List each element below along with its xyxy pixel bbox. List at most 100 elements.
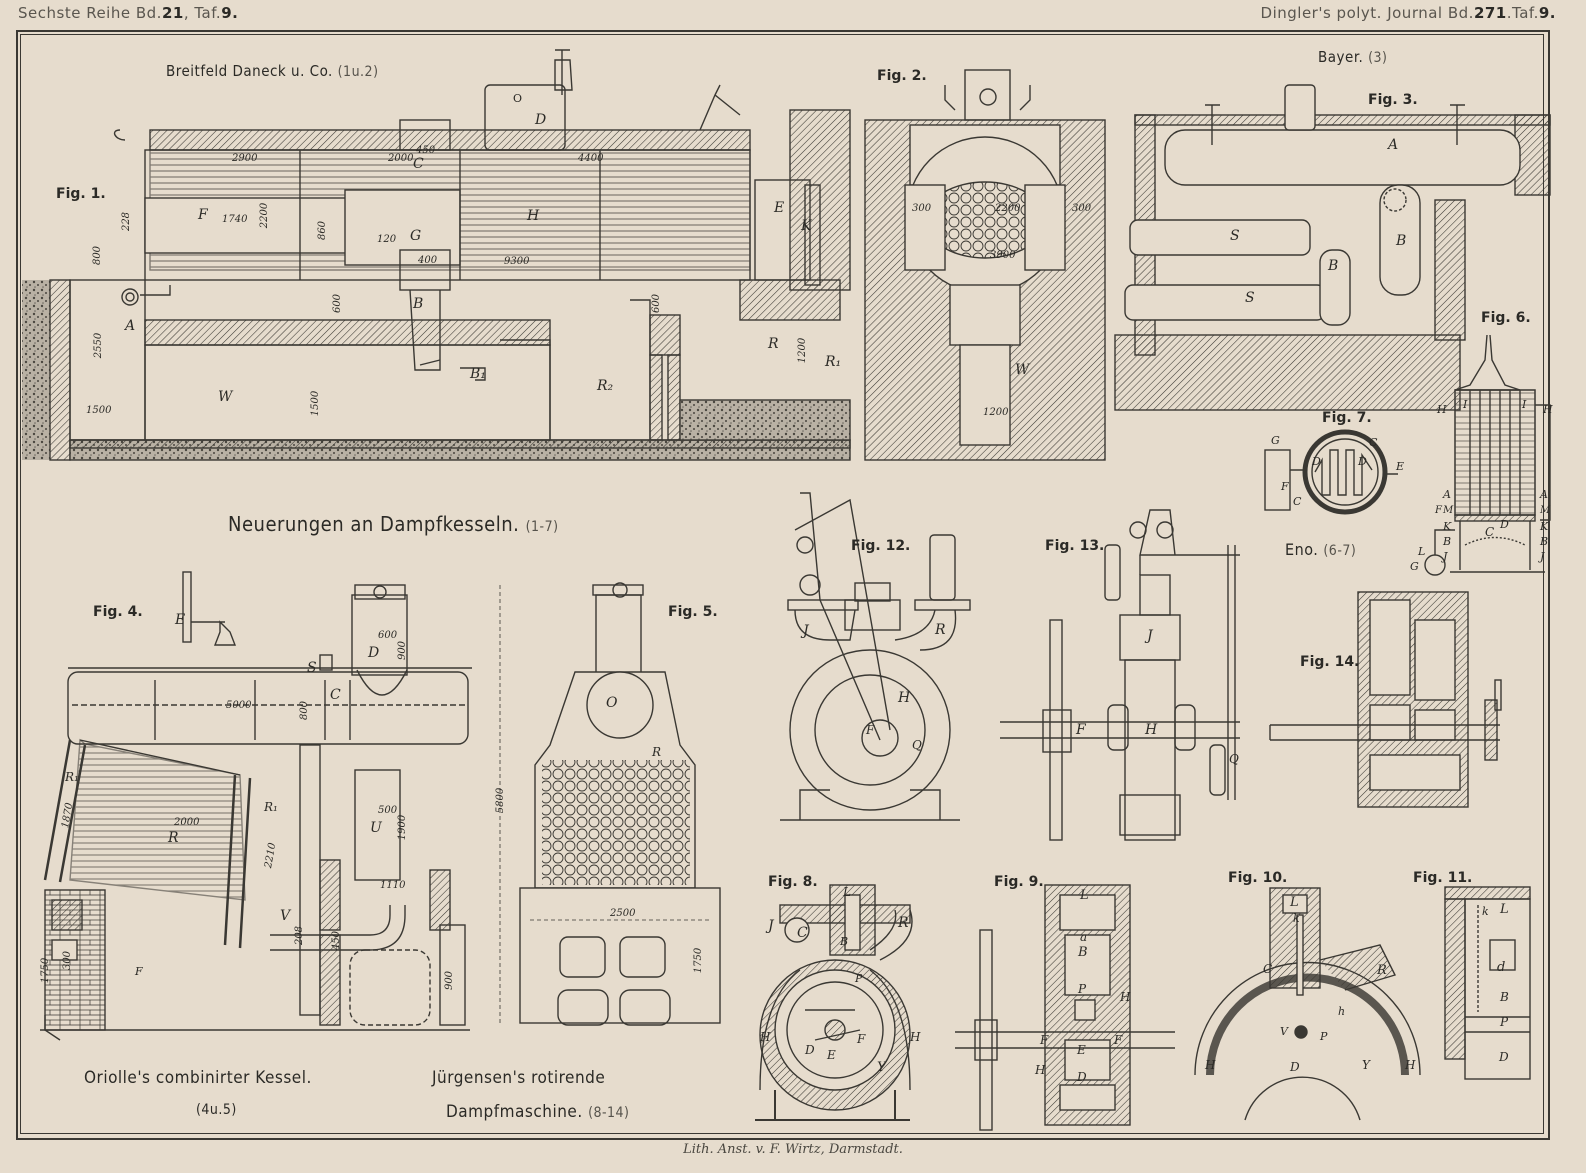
fig4-part-S: S xyxy=(307,660,317,676)
fig8-part-H-left: H xyxy=(760,1030,771,1044)
title-figure-range: (8-14) xyxy=(588,1105,630,1121)
title-bayer: Bayer. (3) xyxy=(1318,48,1387,66)
title-text: Oriolle's combinirter Kessel. xyxy=(84,1068,312,1088)
fig4-dim: 2000 xyxy=(174,817,200,828)
fig3-part-B-right: B xyxy=(1396,233,1407,249)
fig12-rotary-engine-elevation xyxy=(780,492,971,821)
fig1-part-A: A xyxy=(125,318,136,334)
title-text: Dampfmaschine. xyxy=(446,1102,583,1122)
fig4-dim: 208 xyxy=(294,925,306,946)
fig13-part-H: H xyxy=(1145,722,1158,738)
fig2-dim: 1200 xyxy=(983,407,1009,418)
fig2-dim: 300 xyxy=(912,203,932,214)
title-neuerungen: Neuerungen an Dampfkesseln. (1-7) xyxy=(228,512,559,536)
fig6-part: D xyxy=(1500,518,1509,531)
fig4-dim: 300 xyxy=(62,950,74,971)
journal-text: Dingler's polyt. Journal Bd. xyxy=(1260,4,1474,22)
fig13-label: Fig. 13. xyxy=(1045,538,1105,554)
title-juergensen-line2: Dampfmaschine. (8-14) xyxy=(446,1102,629,1122)
fig11-part-D: D xyxy=(1499,1050,1509,1064)
fig4-part-D: D xyxy=(368,645,380,661)
fig8-part-B: B xyxy=(840,935,849,948)
fig1-part-W: W xyxy=(218,389,233,405)
fig9-part-F-right: F xyxy=(1114,1033,1123,1047)
fig9-part-D: D xyxy=(1077,1070,1087,1084)
fig10-part-h: h xyxy=(1338,1005,1346,1018)
fig1-part-O: O xyxy=(513,92,523,105)
fig4-dim: 1110 xyxy=(380,880,406,891)
fig6-part: H xyxy=(1543,403,1553,416)
fig6-eno-boiler xyxy=(1424,334,1551,576)
fig1-part-R1: R₁ xyxy=(825,354,842,370)
fig10-part-P: P xyxy=(1320,1030,1328,1043)
fig6-part: J xyxy=(1540,550,1545,563)
title-eno: Eno. (6-7) xyxy=(1285,540,1356,559)
fig10-part-L: L xyxy=(1290,895,1299,910)
fig1-dim: 2900 xyxy=(232,153,258,164)
fig4-dim: 500 xyxy=(378,805,398,816)
fig8-part-H-right: H xyxy=(910,1030,921,1044)
fig10-label: Fig. 10. xyxy=(1228,870,1288,886)
title-text: Neuerungen an Dampfkesseln. xyxy=(228,512,520,536)
fig4-dim: 5000 xyxy=(226,700,252,711)
fig1-dim: 1500 xyxy=(86,405,112,416)
fig5-part-R: R xyxy=(652,745,662,759)
fig7-coil-section xyxy=(1264,429,1398,515)
fig8-part-J: J xyxy=(768,918,774,934)
fig1-dim: 2200 xyxy=(259,202,271,229)
fig8-label: Fig. 8. xyxy=(768,874,818,890)
fig5-dim: 2500 xyxy=(610,908,636,919)
fig1-part-K: K xyxy=(801,218,812,234)
fig2-dim: 300 xyxy=(1072,203,1092,214)
fig8-part-E: E xyxy=(827,1048,836,1062)
fig12-part-Q: Q xyxy=(912,738,922,752)
fig9-part-B: B xyxy=(1078,945,1088,960)
fig6-part: B xyxy=(1540,535,1549,548)
fig4-part-E: E xyxy=(175,612,186,628)
fig11-part-d: d xyxy=(1497,960,1506,975)
fig10-part-Y: Y xyxy=(1362,1058,1370,1072)
fig1-boiler-section xyxy=(22,49,851,461)
fig6-part: L xyxy=(1418,545,1426,558)
plate-header-right: Dingler's polyt. Journal Bd.271.Taf.9. xyxy=(1261,4,1556,22)
fig9-label: Fig. 9. xyxy=(994,874,1044,890)
fig4-dim: 450 xyxy=(331,930,343,951)
fig8-engine-cross-section xyxy=(755,884,913,1121)
fig2-dim: 3900 xyxy=(990,250,1016,261)
plate-number: 9. xyxy=(1538,4,1556,22)
fig1-part-R: R xyxy=(768,336,779,352)
fig4-oriolle-boiler xyxy=(40,571,472,1041)
fig1-label: Fig. 1. xyxy=(56,186,106,202)
fig11-part-B: B xyxy=(1500,990,1509,1004)
lithographer-imprint: Lith. Anst. v. F. Wirtz, Darmstadt. xyxy=(683,1142,903,1157)
fig6-part: M xyxy=(1443,505,1454,516)
fig6-part: B xyxy=(1443,535,1452,548)
fig2-boiler-cross-section xyxy=(864,69,1106,461)
fig7-part: C xyxy=(1369,436,1378,449)
fig14-engine-longitudinal-section xyxy=(1269,591,1502,808)
fig1-part-F: F xyxy=(198,207,208,223)
fig8-part-P: P xyxy=(855,972,863,985)
title-text: Bayer. xyxy=(1318,48,1364,66)
plate-border-outer xyxy=(16,30,1550,1140)
fig10-slide-valve-detail xyxy=(1194,887,1421,1121)
fig11-part-k: k xyxy=(1482,905,1489,918)
fig14-label: Fig. 14. xyxy=(1300,654,1360,670)
fig4-dim: 1750 xyxy=(40,957,52,984)
series-text: Sechste Reihe Bd. xyxy=(18,4,162,22)
fig11-label: Fig. 11. xyxy=(1413,870,1473,886)
fig1-dim: 1500 xyxy=(310,390,322,417)
fig9-part-a: a xyxy=(1080,930,1088,944)
fig1-dim: 9300 xyxy=(504,256,530,267)
fig3-part-S-upper: S xyxy=(1230,228,1240,244)
fig8-part-C: C xyxy=(797,925,808,941)
fig7-part: C xyxy=(1293,495,1302,508)
title-text: Eno. xyxy=(1285,540,1319,559)
fig1-dim: 120 xyxy=(377,234,397,245)
fig1-part-E: E xyxy=(774,200,785,216)
fig5-part-O: O xyxy=(606,695,618,711)
title-figure-range: (6-7) xyxy=(1323,543,1357,559)
fig3-part-S-lower: S xyxy=(1245,290,1255,306)
fig8-part-D: D xyxy=(805,1043,815,1057)
title-oriolle: Oriolle's combinirter Kessel. xyxy=(84,1068,312,1088)
